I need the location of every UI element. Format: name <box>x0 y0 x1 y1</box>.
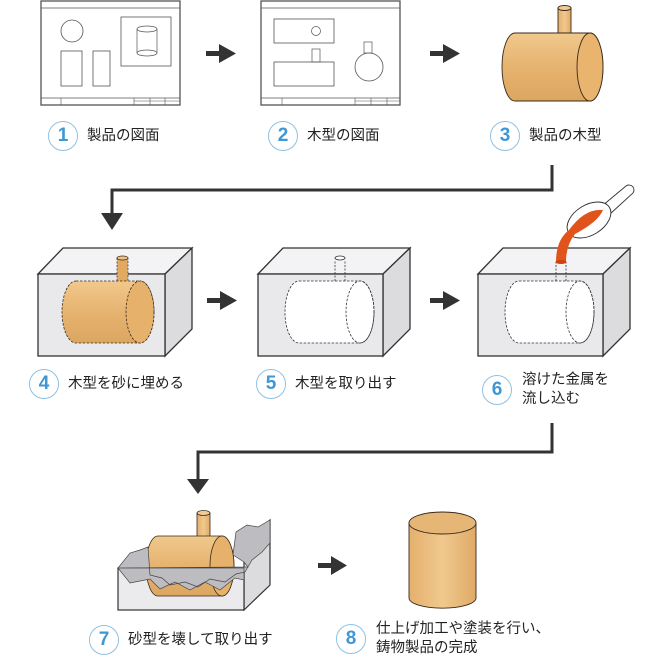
step-1-label: 1 製品の図面 <box>48 121 160 151</box>
arrow-2-to-3 <box>430 44 460 63</box>
breaking-mold-illustration <box>117 510 271 612</box>
pouring-metal-illustration <box>476 184 635 358</box>
step-number-badge: 6 <box>482 375 512 405</box>
step-caption: 溶けた金属を 流し込む <box>522 372 609 407</box>
empty-mold-illustration <box>256 246 412 358</box>
step-caption: 砂型を壊して取り出す <box>128 631 273 648</box>
step-number-badge: 7 <box>89 625 119 655</box>
step-3-label: 3 製品の木型 <box>490 121 602 151</box>
step-5-label: 5 木型を取り出す <box>256 369 397 399</box>
step-2-label: 2 木型の図面 <box>268 121 380 151</box>
connector-arrow-6-to-7 <box>187 423 554 494</box>
step-caption: 製品の木型 <box>529 127 602 144</box>
step-number-badge: 4 <box>29 369 59 399</box>
step-number-badge: 3 <box>490 121 520 151</box>
arrow-1-to-2 <box>206 44 236 63</box>
step-caption: 木型の図面 <box>307 127 380 144</box>
step-6-label: 6 溶けた金属を 流し込む <box>482 371 609 409</box>
step-number-badge: 2 <box>268 121 298 151</box>
step-caption: 木型を砂に埋める <box>68 375 184 392</box>
step-7-label: 7 砂型を壊して取り出す <box>89 625 273 655</box>
pattern-drawing-illustration <box>260 0 401 106</box>
step-8-label: 8 仕上げ加工や塗装を行い、 鋳物製品の完成 <box>336 620 550 658</box>
finished-casting-illustration <box>408 511 477 609</box>
step-caption: 仕上げ加工や塗装を行い、 鋳物製品の完成 <box>376 621 550 656</box>
step-caption: 製品の図面 <box>87 127 160 144</box>
step-4-label: 4 木型を砂に埋める <box>29 369 184 399</box>
arrow-4-to-5 <box>207 291 237 310</box>
arrow-7-to-8 <box>318 556 347 575</box>
product-drawing-illustration <box>40 0 181 106</box>
wooden-pattern-illustration <box>501 5 604 102</box>
pattern-in-sand-illustration <box>36 246 194 358</box>
step-number-badge: 1 <box>48 121 78 151</box>
connector-arrow-3-to-4 <box>101 165 554 230</box>
step-number-badge: 8 <box>336 624 366 654</box>
step-number-badge: 5 <box>256 369 286 399</box>
step-caption: 木型を取り出す <box>295 375 397 392</box>
arrow-5-to-6 <box>430 291 460 310</box>
